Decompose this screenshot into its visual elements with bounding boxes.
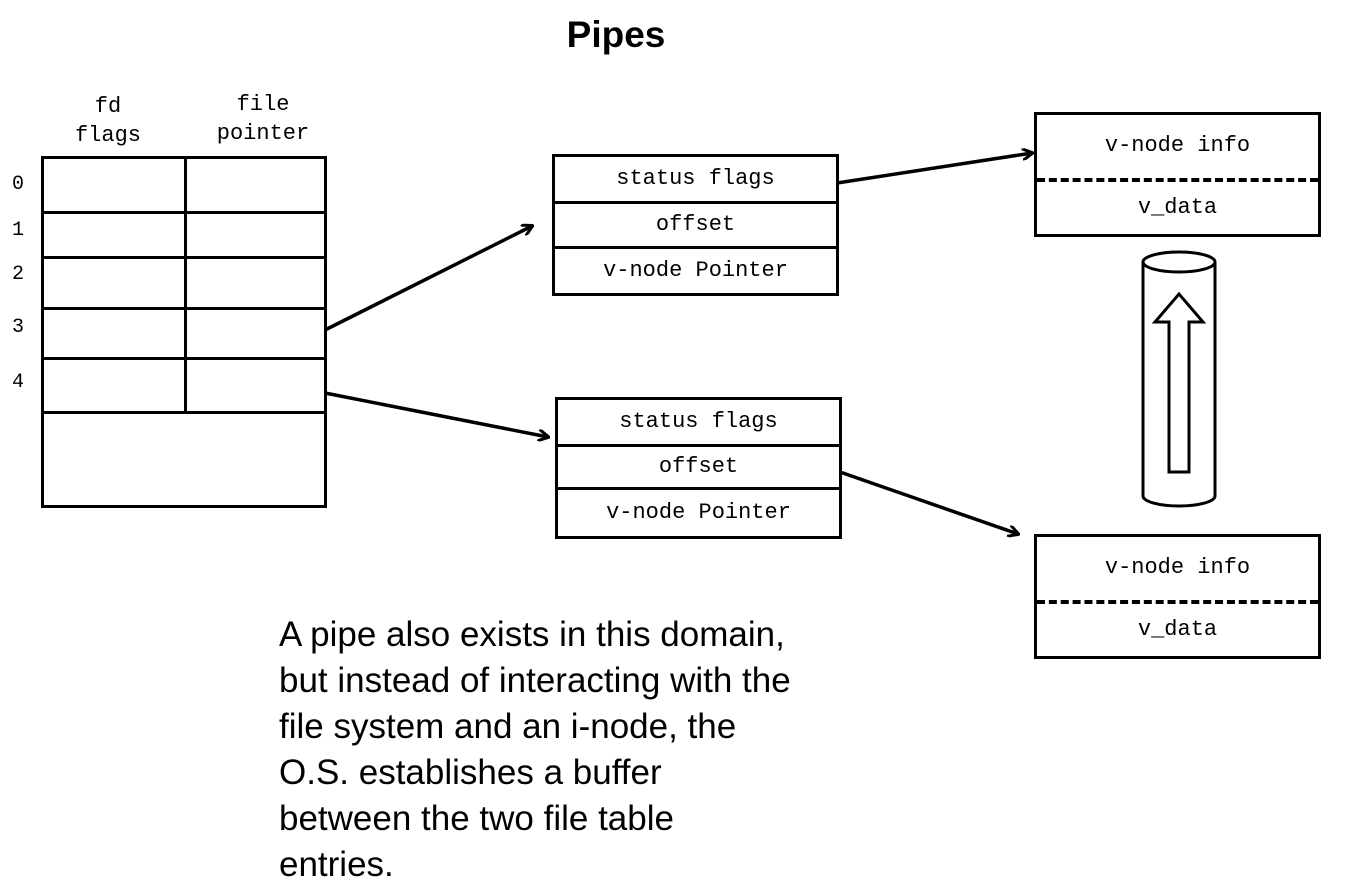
vnode-1: v-node info v_data [1034, 112, 1321, 237]
vnode-dashed-divider [1037, 178, 1318, 182]
file-pointer-header-line1: file [236, 92, 290, 117]
entry-offset: offset [558, 447, 839, 490]
fd-number-4: 4 [12, 371, 25, 394]
caption-line: O.S. establishes a buffer [279, 753, 662, 792]
vnode-info: v-node info [1104, 555, 1251, 580]
file-pointer-header: file pointer [198, 90, 328, 148]
arrow-entry2-to-vnode2 [839, 470, 1018, 534]
fd-table-column-divider [184, 159, 187, 412]
caption-line: file system and an i-node, the [279, 707, 737, 746]
caption-text: A pipe also exists in this domain, but i… [279, 612, 879, 888]
entry-vnode-pointer: v-node Pointer [606, 500, 791, 525]
fd-flags-header-line2: flags [74, 123, 141, 148]
arrow-fd4-to-entry2 [324, 391, 548, 437]
arrow-entry1-to-vnode1 [836, 153, 1032, 185]
caption-line: between the two file table [279, 799, 674, 838]
entry-vnode-pointer: v-node Pointer [603, 258, 788, 283]
page-title: Pipes [566, 14, 666, 55]
file-table-entry-1: status flags offset v-node Pointer [552, 154, 839, 296]
vnode-dashed-divider [1037, 600, 1318, 604]
file-table-entry-2: status flags offset v-node Pointer [555, 397, 842, 539]
caption-line: entries. [279, 845, 394, 884]
fd-flags-header: fd flags [58, 92, 158, 150]
entry-status-flags: status flags [558, 400, 839, 447]
vnode-data: v_data [1137, 617, 1218, 642]
file-pointer-header-line2: pointer [216, 121, 310, 146]
caption-line: but instead of interacting with the [279, 661, 791, 700]
entry-offset: offset [555, 204, 836, 249]
fd-table [41, 156, 327, 508]
fd-table-row-line [44, 211, 324, 214]
vnode-2: v-node info v_data [1034, 534, 1321, 659]
fd-flags-header-line1: fd [94, 94, 122, 119]
fd-table-row-line [44, 357, 324, 360]
fd-table-row-line [44, 256, 324, 259]
vnode-info: v-node info [1104, 133, 1251, 158]
fd-number-3: 3 [12, 316, 25, 339]
fd-number-0: 0 [12, 173, 25, 196]
fd-table-row-line [44, 307, 324, 310]
fd-table-row-line [44, 411, 324, 414]
entry-status-flags: status flags [555, 157, 836, 204]
fd-number-1: 1 [12, 219, 25, 242]
vnode-data: v_data [1137, 195, 1218, 220]
caption-line: A pipe also exists in this domain, [279, 615, 785, 654]
arrow-fd3-to-entry1 [324, 226, 532, 332]
fd-number-2: 2 [12, 263, 25, 286]
pipe-flow-up-arrow-icon [1151, 291, 1207, 474]
